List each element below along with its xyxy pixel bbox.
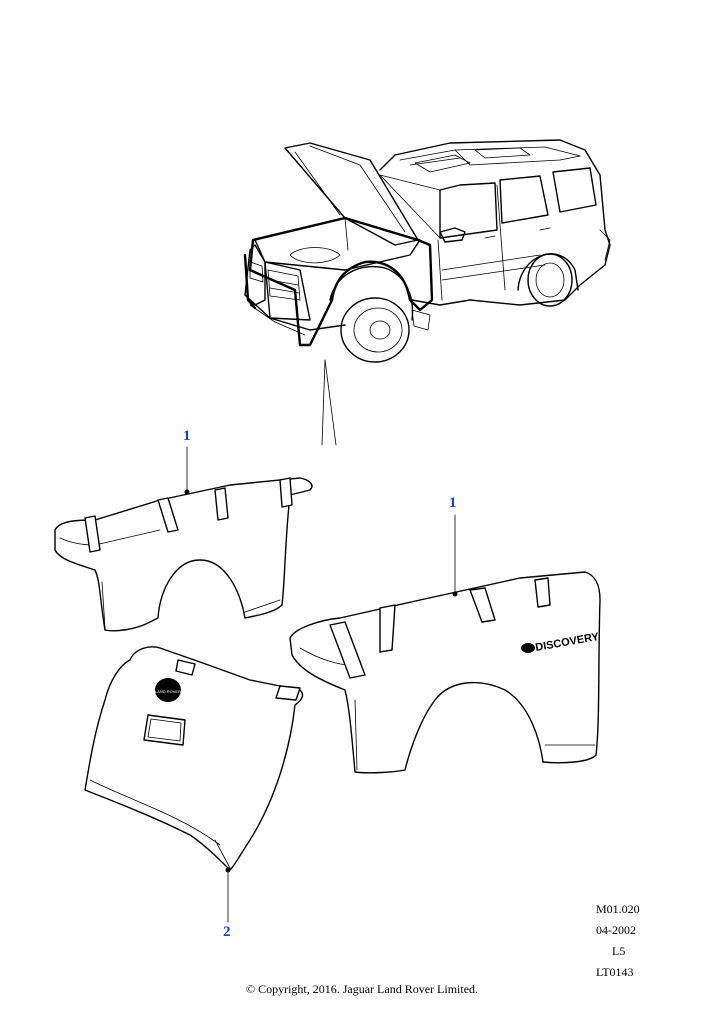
callout-number: 1 (183, 428, 191, 444)
diagram-ref: M01.020 (596, 902, 640, 916)
land-rover-badge-small (521, 643, 535, 653)
diagram-level: L5 (612, 944, 626, 958)
wing-cover-rear: LAND ROVER (84, 646, 304, 923)
callout-number: 2 (223, 924, 231, 940)
diagram-date: 04-2002 (596, 923, 636, 937)
land-rover-badge (155, 678, 181, 702)
vehicle-illustration (243, 139, 611, 446)
copyright-notice: © Copyright, 2016. Jaguar Land Rover Lim… (245, 982, 479, 996)
diagram-code: LT0143 (596, 965, 634, 979)
wing-cover-right (289, 514, 601, 774)
callout-number: 1 (449, 495, 457, 511)
wing-cover-front-left (54, 446, 313, 632)
badge-text: LAND ROVER (155, 689, 181, 694)
